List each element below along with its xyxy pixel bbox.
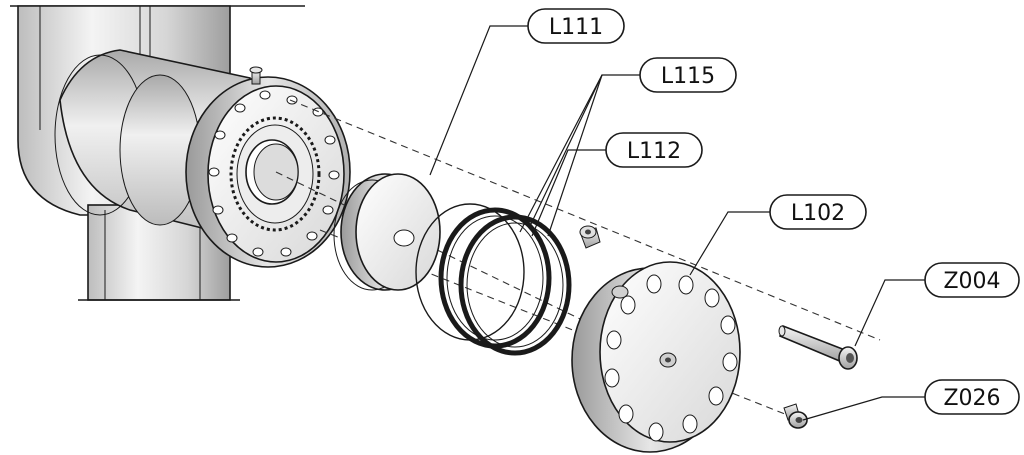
callout-label: L111	[549, 15, 603, 40]
callout-l102: L102	[769, 194, 867, 230]
part-small-screw	[579, 225, 601, 249]
part-z004-bolt	[778, 324, 858, 370]
callout-label: Z026	[943, 386, 1000, 411]
callout-l112: L112	[605, 132, 703, 168]
callout-label: L102	[791, 201, 845, 226]
part-l102-end-cap	[571, 261, 741, 453]
callout-label: Z004	[943, 269, 1000, 294]
callout-z026: Z026	[924, 379, 1020, 415]
callout-label: L115	[661, 64, 715, 89]
part-z026-screw	[783, 403, 808, 429]
leader-lines	[429, 25, 925, 421]
callout-label: L112	[627, 139, 681, 164]
callout-l111: L111	[527, 8, 625, 44]
part-l111-cover-disc	[333, 173, 441, 291]
part-l112-l115-seal-rings	[415, 203, 572, 356]
callout-z004: Z004	[924, 262, 1020, 298]
callout-l115: L115	[639, 57, 737, 93]
robot-arm-housing	[10, 5, 351, 301]
flange-bolt-holes	[208, 90, 340, 257]
